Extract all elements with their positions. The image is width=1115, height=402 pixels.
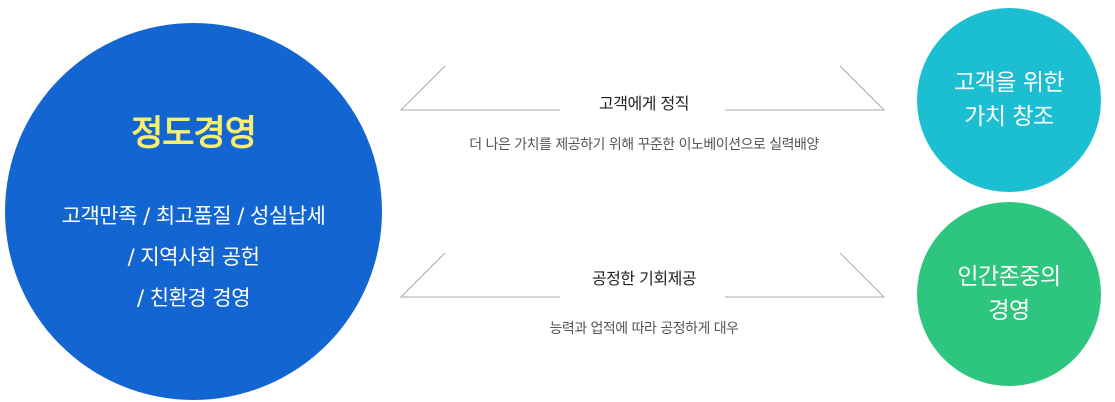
main-circle: 정도경영 고객만족 / 최고품질 / 성실납세 / 지역사회 공헌 / 친환경 …	[5, 23, 382, 400]
main-line-1: 고객만족 / 최고품질 / 성실납세	[61, 203, 326, 228]
top-connector-heading: 고객에게 정직	[599, 94, 689, 113]
bottom-circle-line-1: 인간존중의	[957, 264, 1061, 290]
bottom-connector-description: 능력과 업적에 따라 공정하게 대우	[549, 321, 739, 337]
bottom-circle: 인간존중의 경영	[917, 202, 1101, 386]
top-connector-description: 더 나은 가치를 제공하기 위해 꾸준한 이노베이션으로 실력배양	[469, 137, 819, 153]
top-circle-line-2: 가치 창조	[964, 104, 1054, 130]
main-line-2: / 지역사회 공헌	[127, 244, 260, 269]
bottom-right-bracket-line	[725, 252, 886, 298]
main-line-3: / 친환경 경영	[136, 285, 251, 310]
top-left-bracket-line	[399, 65, 560, 111]
top-right-bracket-line	[725, 65, 886, 111]
bottom-left-bracket-line	[399, 252, 560, 298]
top-circle-line-1: 고객을 위한	[953, 70, 1065, 96]
top-circle: 고객을 위한 가치 창조	[917, 8, 1101, 192]
bottom-connector-heading: 공정한 기회제공	[591, 269, 697, 288]
bottom-circle-line-2: 경영	[988, 298, 1030, 324]
main-title: 정도경영	[131, 113, 257, 154]
